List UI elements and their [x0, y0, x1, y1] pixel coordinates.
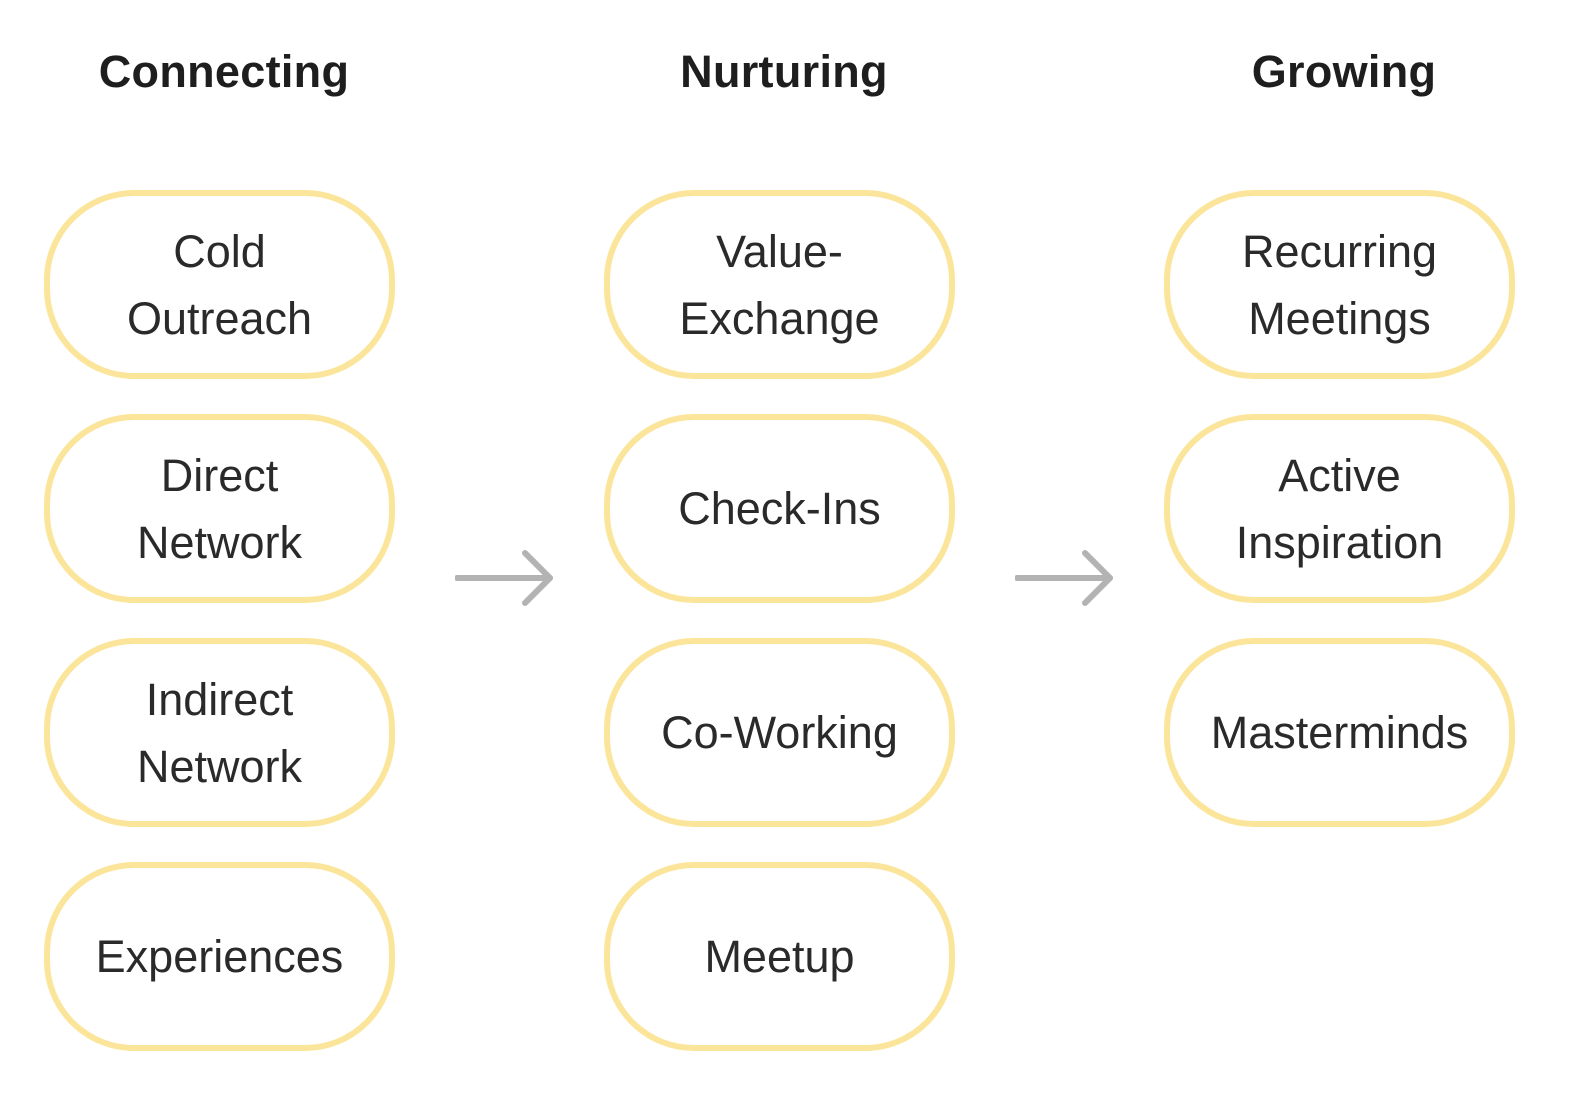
- node-label: Meetup: [704, 931, 855, 982]
- arrow-right-icon: [455, 550, 553, 606]
- node-active-inspiration: Active Inspiration: [1164, 414, 1515, 603]
- column-heading-growing: Growing: [1251, 46, 1437, 97]
- node-recurring-meetings: Recurring Meetings: [1164, 190, 1515, 379]
- node-label: Masterminds: [1210, 707, 1469, 758]
- column-heading-nurturing: Nurturing: [680, 46, 888, 97]
- node-masterminds: Masterminds: [1164, 638, 1515, 827]
- node-label: Co-Working: [661, 707, 898, 758]
- arrow-right-icon: [1015, 550, 1113, 606]
- node-meetup: Meetup: [604, 862, 955, 1051]
- node-direct-network: Direct Network: [44, 414, 395, 603]
- node-co-working: Co-Working: [604, 638, 955, 827]
- node-label: Cold Outreach: [126, 225, 313, 344]
- node-label: Value- Exchange: [679, 225, 880, 344]
- node-label: Recurring Meetings: [1241, 225, 1438, 344]
- node-check-ins: Check-Ins: [604, 414, 955, 603]
- node-label: Active Inspiration: [1235, 449, 1444, 568]
- node-label: Indirect Network: [136, 673, 303, 792]
- node-label: Direct Network: [136, 449, 303, 568]
- node-indirect-network: Indirect Network: [44, 638, 395, 827]
- node-experiences: Experiences: [44, 862, 395, 1051]
- node-label: Experiences: [95, 931, 344, 982]
- node-cold-outreach: Cold Outreach: [44, 190, 395, 379]
- node-value-exchange: Value- Exchange: [604, 190, 955, 379]
- column-heading-connecting: Connecting: [98, 46, 350, 97]
- node-label: Check-Ins: [678, 483, 881, 534]
